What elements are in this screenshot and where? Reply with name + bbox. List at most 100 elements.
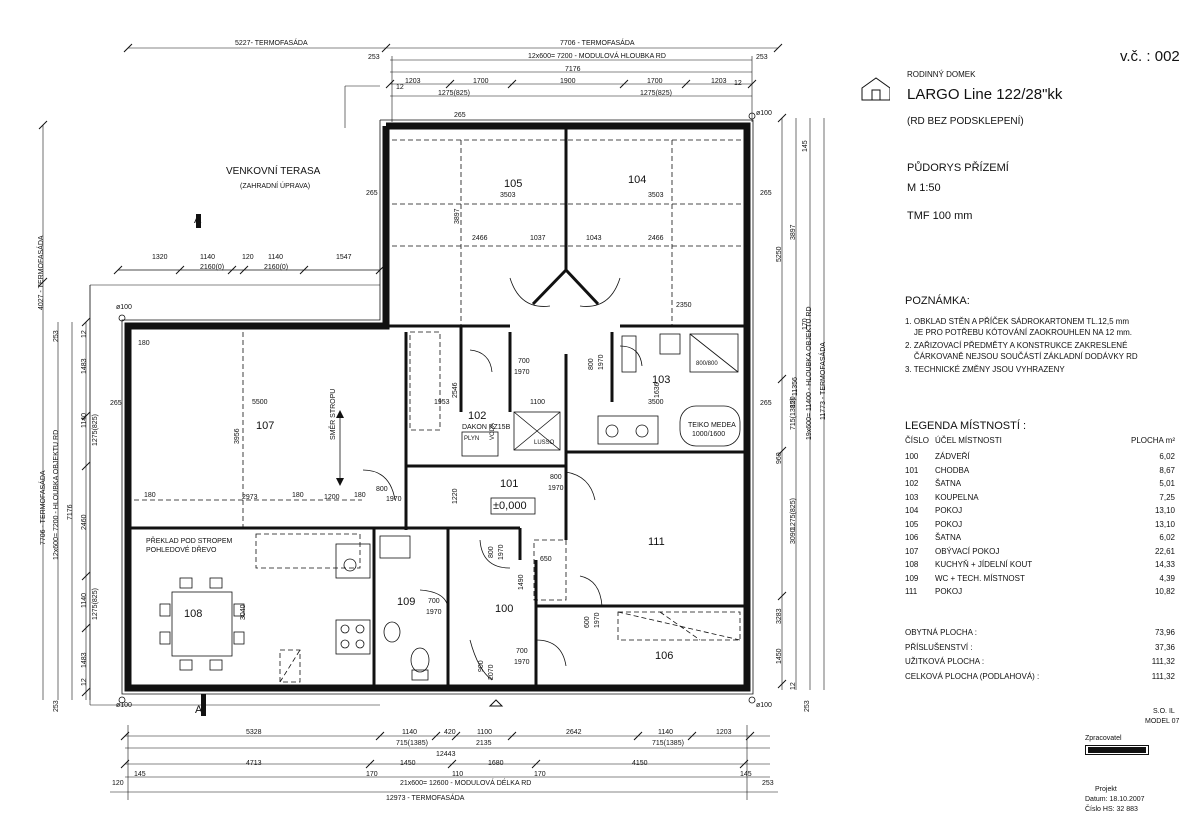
- logo-fill: [1088, 747, 1146, 753]
- dim-left-3: 12x600= 7200 - HLOUBKA OBJEKTU RD: [53, 429, 60, 560]
- room-name: KOUPELNA: [935, 492, 979, 502]
- note-item: 1. OBKLAD STĚN A PŘÍČEK SÁDROKARTONEM TL…: [905, 317, 1133, 337]
- exterior-walls: [121, 119, 754, 695]
- section-a-bottom: A: [195, 704, 203, 716]
- gas-label: PLYN: [464, 436, 480, 442]
- room-101: 101: [500, 478, 519, 490]
- pre-title: RODINNÝ DOMEK: [907, 70, 976, 79]
- dim-bottom-17: 110: [452, 771, 464, 778]
- room-105: 105: [504, 178, 523, 190]
- dim-left-14: 12: [81, 330, 88, 338]
- interior-walls: [128, 128, 747, 688]
- dim-left-2: 7706 - TERMOFASÁDA: [40, 470, 47, 545]
- dim-inner-12: 1547: [336, 254, 352, 261]
- total-value: 73,96: [1154, 628, 1175, 637]
- dim-inner-31: 2070: [488, 664, 495, 680]
- dim-left-15: 12: [81, 678, 88, 686]
- drawing-tmf: TMF 100 mm: [907, 210, 973, 222]
- terrace-sublabel: (ZAHRADNÍ ÚPRAVA): [240, 183, 311, 190]
- legend-row: 106 ŠATNA 6,02: [905, 533, 1175, 547]
- dim-bottom-12: 4713: [246, 760, 262, 767]
- room-area: 10,82: [1154, 587, 1175, 596]
- dim-bottom-18: 170: [534, 771, 546, 778]
- dim-bottom-20: 12973 - TERMOFASÁDA: [386, 795, 465, 802]
- level-marker: ±0,000: [493, 500, 527, 512]
- dim-inner-52: ø100: [756, 110, 772, 117]
- dim-top-11: 1275(825): [640, 90, 672, 97]
- room-area: 6,02: [1159, 533, 1175, 542]
- room-name: ZÁDVEŘÍ: [935, 452, 970, 461]
- dim-top-5: 1203: [405, 78, 421, 85]
- dim-inner-25: 1970: [548, 485, 564, 492]
- company-logo: [1085, 745, 1149, 755]
- room-111: 111: [648, 536, 665, 548]
- room-name: WC + TECH. MÍSTNOST: [935, 573, 1025, 583]
- dim-inner-55: ø100: [756, 702, 772, 709]
- dim-inner-33: 1970: [594, 612, 601, 628]
- room-area: 13,10: [1154, 506, 1175, 515]
- room-number: 102: [905, 479, 919, 488]
- dim-bottom-3: 420: [444, 729, 456, 736]
- dim-inner-39: 650: [540, 556, 552, 563]
- dim-inner-30: 900: [478, 660, 485, 672]
- dim-inner-16: 2973: [242, 494, 258, 501]
- dim-inner-37: 1970: [598, 354, 605, 370]
- room-number: 111: [905, 587, 918, 596]
- room-name: POKOJ: [935, 519, 963, 529]
- room-name: ŠATNA: [935, 533, 962, 542]
- room-number: 106: [905, 533, 919, 542]
- room-number: 105: [905, 519, 919, 529]
- room-name: KUCHYŇ + JÍDELNÍ KOUT: [935, 560, 1033, 569]
- room-107: 107: [256, 420, 275, 432]
- room-103: 103: [652, 374, 671, 386]
- dim-inner-45: 1220: [452, 488, 459, 504]
- room-number: 107: [905, 546, 919, 556]
- title-stamp: S.O. IL MODEL 07 Zpracovatel Projekt Dat…: [1085, 708, 1185, 820]
- dim-bottom-15: 4150: [632, 760, 648, 767]
- area-totals: OBYTNÁ PLOCHA :73,96 PŘÍSLUŠENSTVÍ :37,3…: [905, 628, 1175, 686]
- legend-col-purpose: ÚČEL MÍSTNOSTI: [935, 436, 1002, 445]
- ceiling-note-2: POHLEDOVÉ DŘEVO: [146, 547, 217, 554]
- dim-right-5: 3897: [790, 224, 797, 240]
- project-subtitle: (RD BEZ PODSKLEPENÍ): [907, 116, 1024, 127]
- dim-inner-23: 1970: [386, 496, 402, 503]
- dim-bottom-10: 715(1385): [652, 740, 684, 747]
- floor-plan: [38, 43, 890, 800]
- room-name: CHODBA: [935, 465, 970, 475]
- boiler-label: DAKON KZ15B: [462, 424, 511, 431]
- dim-inner-18: 3500: [648, 399, 664, 406]
- note-item: 2. ZAŘIZOVACÍ PŘEDMĚTY A KONSTRUKCE ZAKR…: [905, 341, 1138, 361]
- dim-inner-6: 2466: [648, 235, 664, 242]
- dim-inner-11: 1140: [268, 254, 284, 261]
- side-dimensions: [38, 113, 825, 700]
- dim-inner-46: 1636: [654, 382, 661, 398]
- dim-top-7: 1900: [560, 78, 576, 85]
- room-100: 100: [495, 603, 514, 615]
- dim-top-9: 1203: [711, 78, 727, 85]
- room-area: 8,67: [1159, 465, 1175, 475]
- dim-right-14: 170: [802, 318, 809, 330]
- dim-right-12: 145: [802, 140, 809, 152]
- drawing-scale: M 1:50: [907, 182, 941, 194]
- dim-inner-40: 1490: [518, 574, 525, 590]
- stamp-model: MODEL 07: [1145, 718, 1180, 725]
- dim-bottom-1: 5328: [246, 729, 262, 736]
- fixtures: [118, 112, 756, 704]
- dim-left-1: 4027 - TERMOFASÁDA: [38, 235, 45, 310]
- room-area: 5,01: [1159, 479, 1175, 488]
- dim-top-10: 1275(825): [438, 90, 470, 97]
- dim-inner-47: 265: [454, 112, 466, 119]
- dim-bottom-2: 1140: [402, 729, 418, 736]
- total-row: UŽITKOVÁ PLOCHA :111,32: [905, 657, 1175, 672]
- room-area: 6,02: [1159, 452, 1175, 461]
- dim-inner-15: 5500: [252, 399, 268, 406]
- total-row: OBYTNÁ PLOCHA :73,96: [905, 628, 1175, 643]
- dim-right-11: 1275(825): [790, 498, 797, 530]
- dim-top-14: 12: [396, 84, 404, 91]
